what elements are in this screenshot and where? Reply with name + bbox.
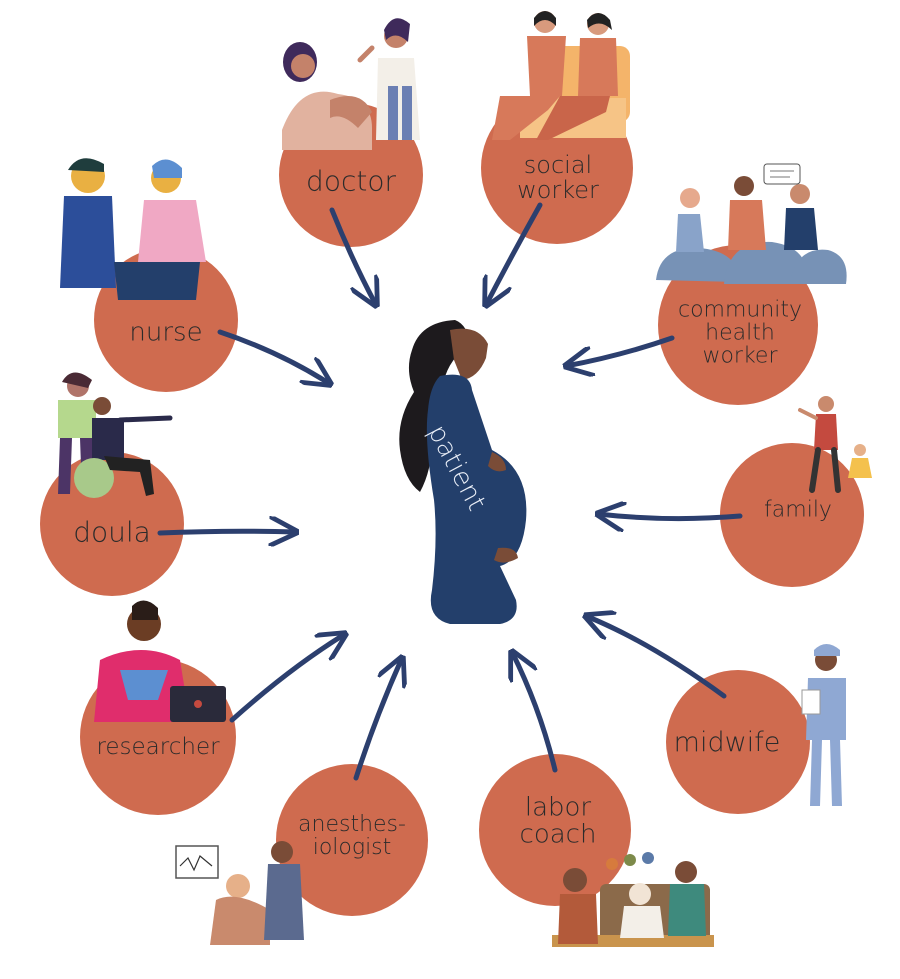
nurse-label: nurse xyxy=(129,317,203,348)
doula-label: doula xyxy=(73,515,151,549)
anesthesiologist-illustration xyxy=(175,841,304,945)
arrow-family xyxy=(598,514,743,519)
arrow-nurse xyxy=(217,329,330,384)
nurse-illustration xyxy=(60,158,206,300)
midwife-label: midwife xyxy=(673,726,781,758)
social-worker-illustration xyxy=(492,11,630,140)
anesthesiologist-label: anesthes- iologist xyxy=(298,811,406,860)
patient-face xyxy=(450,328,488,380)
patient-hand-bottom xyxy=(494,547,518,563)
researcher-label: researcher xyxy=(96,733,220,760)
family-circle xyxy=(720,443,864,587)
patient-figure xyxy=(399,320,527,624)
midwife-circle xyxy=(666,670,810,814)
midwife-illustration xyxy=(801,644,846,806)
arrow-doula xyxy=(157,531,296,533)
family-label: family xyxy=(764,497,832,523)
role-illustrations xyxy=(58,11,872,947)
arrow-midwife xyxy=(586,616,727,699)
patient-hand-top xyxy=(488,452,506,472)
labor-coach-circle xyxy=(479,754,631,906)
family-illustration xyxy=(798,396,872,493)
arrow-researcher xyxy=(229,634,345,723)
arrow-labor-coach xyxy=(512,652,558,773)
arrow-anesthesiologist xyxy=(353,658,402,781)
community-health-worker-illustration xyxy=(656,163,847,284)
social-worker-label: social worker xyxy=(517,150,599,204)
arrow-community-health-worker xyxy=(566,335,675,366)
labor-coach-label: labor coach xyxy=(519,792,597,850)
doctor-label: doctor xyxy=(306,164,396,198)
arrow-doctor xyxy=(329,207,376,305)
arrows xyxy=(157,202,743,781)
doctor-illustration xyxy=(282,18,420,150)
labor-coach-illustration xyxy=(552,852,714,947)
researcher-illustration xyxy=(94,600,226,722)
doula-illustration xyxy=(58,372,173,498)
community-health-worker-circle xyxy=(658,245,818,405)
anesthesiologist-circle xyxy=(276,764,428,916)
community-health-worker-label: community health worker xyxy=(677,297,803,369)
arrow-social-worker xyxy=(486,202,543,305)
